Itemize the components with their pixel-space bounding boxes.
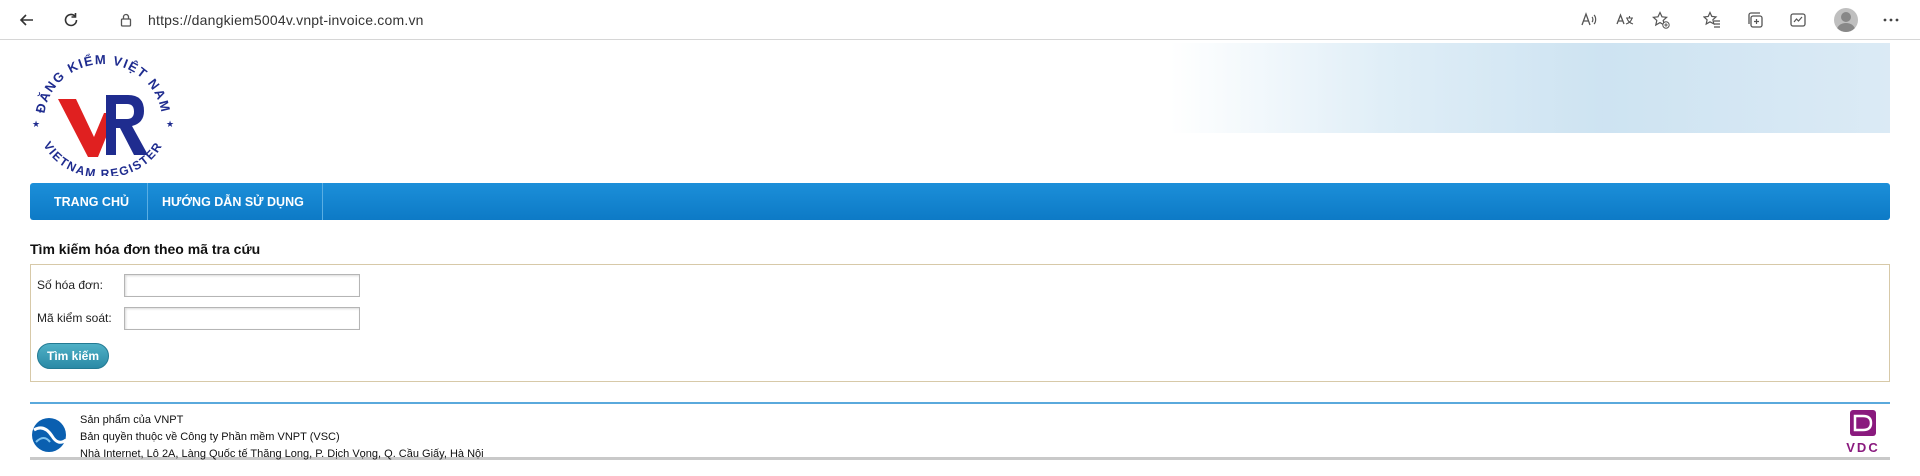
more-button[interactable] [1880, 9, 1902, 31]
url-text[interactable]: https://dangkiem5004v.vnpt-invoice.com.v… [148, 12, 424, 28]
invoice-number-input[interactable] [124, 274, 360, 297]
search-button[interactable]: Tìm kiếm [37, 343, 109, 369]
menu-item-user-guide[interactable]: HƯỚNG DẪN SỬ DỤNG [148, 183, 323, 220]
back-icon [19, 14, 33, 26]
read-aloud-button[interactable] [1578, 9, 1600, 31]
collections-icon [1748, 12, 1763, 28]
add-favorite-button[interactable] [1650, 9, 1672, 31]
favorites-icon [1703, 11, 1720, 28]
profile-icon[interactable] [1834, 8, 1858, 32]
reload-icon [64, 13, 78, 27]
lock-icon[interactable] [118, 12, 134, 28]
vnpt-logo [32, 418, 67, 452]
more-icon [1883, 18, 1899, 22]
page-content: ĐĂNG KIỂM VIỆT NAM VIETNAM REGISTER ★ ★ … [0, 41, 1920, 476]
footer: Sản phẩm của VNPT Bản quyền thuộc về Côn… [30, 402, 1890, 460]
header-banner [1170, 43, 1890, 133]
footer-line-product: Sản phẩm của VNPT [80, 414, 184, 426]
search-form: Số hóa đơn: Mã kiểm soát: Tìm kiếm [30, 264, 1890, 382]
read-aloud-icon [1581, 12, 1597, 26]
address-bar[interactable]: https://dangkiem5004v.vnpt-invoice.com.v… [110, 6, 1560, 34]
browser-toolbar: https://dangkiem5004v.vnpt-invoice.com.v… [0, 0, 1920, 40]
favorites-button[interactable] [1701, 9, 1723, 31]
logo-top-text: ĐĂNG KIỂM VIỆT NAM [33, 52, 172, 115]
invoice-number-label: Số hóa đơn: [37, 278, 103, 292]
reload-button[interactable] [58, 8, 84, 32]
browser-essentials-button[interactable] [1787, 9, 1809, 31]
search-section-title: Tìm kiếm hóa đơn theo mã tra cứu [30, 241, 261, 257]
vietnam-register-logo[interactable]: ĐĂNG KIỂM VIỆT NAM VIETNAM REGISTER ★ ★ [28, 51, 178, 176]
translate-icon [1616, 13, 1634, 25]
control-code-input[interactable] [124, 307, 360, 330]
collections-button[interactable] [1744, 9, 1766, 31]
vdc-logo: VDC [1846, 410, 1879, 455]
menu-item-home[interactable]: TRANG CHỦ [30, 183, 148, 220]
logo-star-left: ★ [32, 119, 40, 129]
add-favorite-icon [1652, 11, 1670, 29]
logo-star-right: ★ [166, 119, 174, 129]
footer-line-copyright: Bản quyền thuộc về Công ty Phần mềm VNPT… [80, 431, 340, 443]
control-code-label: Mã kiểm soát: [37, 311, 112, 325]
footer-text: Sản phẩm của VNPT Bản quyền thuộc về Côn… [80, 412, 484, 463]
back-button[interactable] [14, 8, 40, 32]
translate-button[interactable] [1614, 9, 1636, 31]
browser-essentials-icon [1790, 13, 1806, 27]
logo-r-mark [106, 95, 148, 155]
svg-text:ĐĂNG KIỂM VIỆT NAM: ĐĂNG KIỂM VIỆT NAM [33, 52, 174, 115]
logo-v-mark [58, 99, 116, 157]
vdc-text: VDC [1846, 440, 1879, 455]
main-menu: TRANG CHỦ HƯỚNG DẪN SỬ DỤNG [30, 183, 1890, 220]
footer-line-address: Nhà Internet, Lô 2A, Làng Quốc tế Thăng … [80, 448, 484, 460]
